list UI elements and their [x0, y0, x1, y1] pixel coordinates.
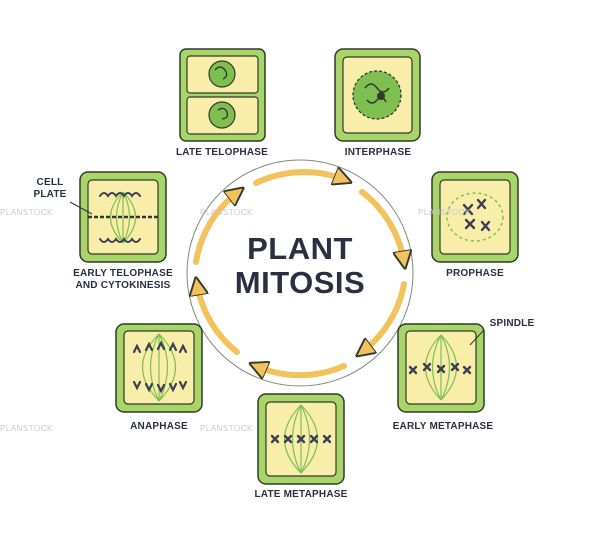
cell-prophase: [431, 171, 519, 263]
label-early-telophase-line-2: AND CYTOKINESIS: [75, 280, 171, 291]
cell-early-telophase: [79, 171, 167, 263]
watermark-3: PLANSTOCK: [418, 208, 471, 217]
cell-anaphase: [115, 323, 203, 413]
cell-late-telophase: [179, 48, 266, 142]
watermark-2: PLANSTOCK: [200, 208, 253, 217]
cell-interphase: [334, 48, 421, 142]
label-spindle: SPINDLE: [489, 318, 535, 329]
label-prophase: PROPHASE: [446, 268, 504, 279]
label-early-telophase: EARLY TELOPHASE AND CYTOKINESIS: [64, 268, 182, 292]
cycle-arrows: [196, 172, 404, 375]
label-cell-plate-line-1: CELL: [36, 177, 64, 188]
title-line-1: PLANT: [247, 231, 353, 266]
cycle-arrow-6: [193, 192, 238, 265]
cell-plate-leader: [69, 201, 93, 215]
cycle-arrow-1: [253, 172, 345, 186]
label-late-telophase: LATE TELOPHASE: [175, 147, 269, 158]
callout-lines: [69, 201, 485, 346]
label-late-metaphase: LATE METAPHASE: [254, 489, 348, 500]
label-interphase: INTERPHASE: [344, 147, 412, 158]
title-line-2: MITOSIS: [234, 265, 366, 300]
cell-early-metaphase: [397, 323, 485, 413]
label-early-metaphase: EARLY METAPHASE: [392, 421, 494, 432]
spindle-leader: [469, 329, 485, 346]
cycle-arrow-2: [359, 189, 404, 262]
label-cell-plate-line-2: PLATE: [33, 189, 67, 200]
label-cell-plate: CELL PLATE: [28, 177, 72, 201]
cycle-arrow-3: [362, 281, 407, 352]
watermark-4: PLANSTOCK: [0, 424, 53, 433]
watermark-1: PLANSTOCK: [0, 208, 53, 217]
cycle-arrow-4: [256, 366, 347, 375]
cell-late-metaphase: [257, 393, 345, 485]
label-anaphase: ANAPHASE: [130, 421, 188, 432]
diagram-title: PLANT MITOSIS: [200, 232, 400, 300]
label-early-telophase-line-1: EARLY TELOPHASE: [73, 268, 173, 279]
cycle-arrow-5: [197, 284, 240, 355]
watermark-5: PLANSTOCK: [200, 424, 253, 433]
